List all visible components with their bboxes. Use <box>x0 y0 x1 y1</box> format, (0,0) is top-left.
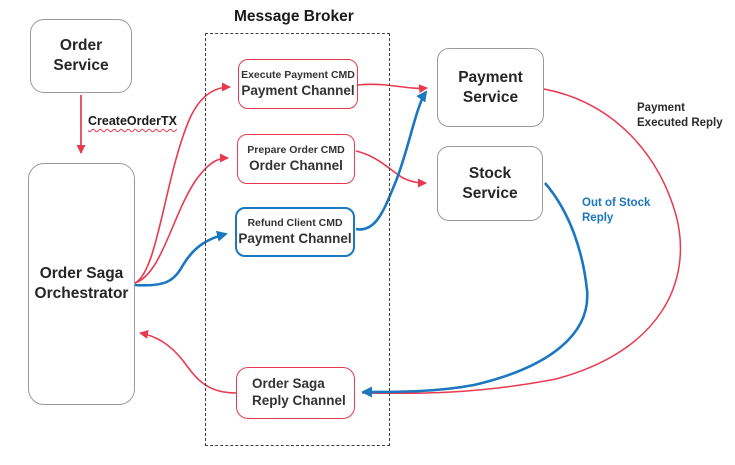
channel-order-saga-reply-line1: Order Saga <box>252 376 325 392</box>
label-out-of-stock-reply: Out of Stock Reply <box>582 197 651 224</box>
channel-prepare-order: Prepare Order CMD Order Channel <box>237 134 355 184</box>
node-payment-service: Payment Service <box>437 48 544 127</box>
channel-execute-payment: Execute Payment CMD Payment Channel <box>238 59 358 109</box>
channel-order-saga-reply-line2: Reply Channel <box>252 393 346 408</box>
edge-prepare-order-to-stock-service <box>355 150 427 188</box>
message-broker-container <box>205 33 390 446</box>
channel-execute-payment-cmd: Execute Payment CMD <box>241 69 355 82</box>
node-order-saga-orchestrator: Order Saga Orchestrator <box>28 163 135 405</box>
edge-orch-to-prepare-order <box>134 153 229 284</box>
channel-order-saga-reply: Order Saga Reply Channel <box>236 367 355 419</box>
edge-execute-payment-to-payment-service <box>357 83 428 94</box>
edge-refund-client-to-payment-service <box>355 90 428 231</box>
channel-refund-client-cmd: Refund Client CMD <box>247 217 343 230</box>
edge-out-of-stock-reply <box>361 182 589 398</box>
channel-prepare-order-name: Order Channel <box>249 157 343 173</box>
label-create-order-tx: CreateOrderTX <box>88 114 177 128</box>
channel-prepare-order-cmd: Prepare Order CMD <box>247 144 345 157</box>
edge-orch-to-refund-client <box>133 230 228 287</box>
edge-reply-to-orchestrator <box>139 329 237 394</box>
node-order-service-label: Order Service <box>53 37 109 74</box>
edge-orch-to-execute-payment <box>134 82 231 284</box>
node-stock-service: Stock Service <box>437 146 543 221</box>
message-broker-title: Message Broker <box>234 8 354 25</box>
label-payment-executed-reply: Payment Executed Reply <box>637 102 723 129</box>
node-order-service: Order Service <box>30 19 132 93</box>
node-payment-service-label: Payment Service <box>458 68 523 106</box>
channel-refund-client: Refund Client CMD Payment Channel <box>235 207 355 257</box>
channel-execute-payment-name: Payment Channel <box>241 82 355 98</box>
channel-refund-client-name: Payment Channel <box>238 230 352 246</box>
edge-payment-executed-reply <box>361 88 682 395</box>
node-orchestrator-label: Order Saga Orchestrator <box>34 265 129 302</box>
node-stock-service-label: Stock Service <box>462 164 518 202</box>
